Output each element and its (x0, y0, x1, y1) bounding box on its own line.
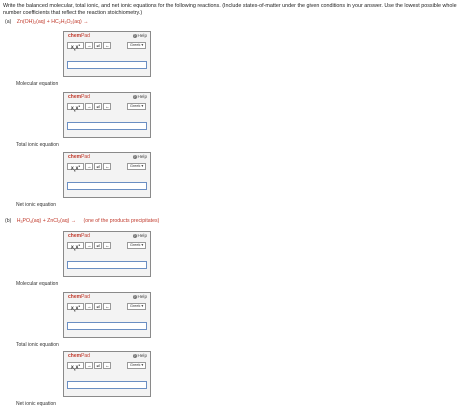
chempad-title: chemPad (68, 294, 90, 300)
chempad-toolbar: XxXx → ⇌ ← (67, 163, 112, 172)
chempad-editor: chemPad ?Help XxXx → ⇌ ← Greek ▾ (63, 292, 151, 338)
equation-input[interactable] (67, 322, 147, 330)
equation-input[interactable] (67, 261, 147, 269)
equilibrium-arrow-button[interactable]: ⇌ (94, 42, 103, 49)
equation-input[interactable] (67, 61, 147, 69)
equilibrium-arrow-button[interactable]: ⇌ (94, 163, 103, 170)
chempad-toolbar: XxXx → ⇌ ← (67, 362, 112, 371)
chempad-header: chemPad ?Help (64, 293, 150, 301)
subscript-superscript-button[interactable]: XxXx (67, 303, 84, 312)
part-letter: (b) (5, 218, 12, 224)
chempad-editor: chemPad ?Help XxXx → ⇌ ← Greek ▾ (63, 152, 151, 198)
chempad-header: chemPad ?Help (64, 93, 150, 101)
chempad-header: chemPad ?Help (64, 32, 150, 40)
greek-dropdown[interactable]: Greek ▾ (127, 303, 146, 310)
subscript-superscript-button[interactable]: XxXx (67, 42, 84, 51)
equilibrium-arrow-button[interactable]: ⇌ (94, 303, 103, 310)
instructions: Write the balanced molecular, total ioni… (3, 3, 457, 16)
help-button[interactable]: ?Help (132, 233, 147, 238)
equation-label: Molecular equation (16, 281, 59, 287)
chempad-toolbar: XxXx → ⇌ ← (67, 303, 112, 312)
equation-label: Total ionic equation (16, 342, 59, 348)
help-button[interactable]: ?Help (132, 94, 147, 99)
chempad-title: chemPad (68, 353, 90, 359)
chempad-header: chemPad ?Help (64, 153, 150, 161)
chempad-editor: chemPad ?Help XxXx → ⇌ ← Greek ▾ (63, 231, 151, 277)
greek-dropdown[interactable]: Greek ▾ (127, 42, 146, 49)
subscript-superscript-button[interactable]: XxXx (67, 163, 84, 172)
chempad-title: chemPad (68, 154, 90, 160)
equilibrium-arrow-button[interactable]: ⇌ (94, 362, 103, 369)
chempad-title: chemPad (68, 233, 90, 239)
greek-dropdown[interactable]: Greek ▾ (127, 242, 146, 249)
equation-label: Net ionic equation (16, 202, 57, 208)
equilibrium-arrow-button[interactable]: ⇌ (94, 103, 103, 110)
equilibrium-arrow-button[interactable]: ⇌ (94, 242, 103, 249)
reaction-arrow-button[interactable]: → (85, 303, 94, 310)
equation-input[interactable] (67, 122, 147, 130)
chempad-header: chemPad ?Help (64, 352, 150, 360)
help-button[interactable]: ?Help (132, 294, 147, 299)
greek-dropdown[interactable]: Greek ▾ (127, 362, 146, 369)
part-letter: (a) (5, 19, 12, 25)
help-icon: ? (132, 354, 137, 358)
backspace-button[interactable]: ← (103, 103, 112, 110)
help-button[interactable]: ?Help (132, 353, 147, 358)
equation-label: Total ionic equation (16, 142, 59, 148)
greek-dropdown[interactable]: Greek ▾ (127, 163, 146, 170)
greek-dropdown[interactable]: Greek ▾ (127, 103, 146, 110)
backspace-button[interactable]: ← (103, 303, 112, 310)
help-icon: ? (132, 95, 137, 99)
help-icon: ? (132, 234, 137, 238)
chempad-editor: chemPad ?Help XxXx → ⇌ ← Greek ▾ (63, 31, 151, 77)
chempad-toolbar: XxXx → ⇌ ← (67, 42, 112, 51)
reaction-arrow-button[interactable]: → (85, 42, 94, 49)
chempad-editor: chemPad ?Help XxXx → ⇌ ← Greek ▾ (63, 351, 151, 397)
reaction-text: Zn(OH)2(aq) + HC2H3O2(aq) → (16, 19, 89, 25)
chempad-editor: chemPad ?Help XxXx → ⇌ ← Greek ▾ (63, 92, 151, 138)
help-icon: ? (132, 34, 137, 38)
part-a-label: (a) Zn(OH)2(aq) + HC2H3O2(aq) → (5, 19, 88, 27)
help-button[interactable]: ?Help (132, 154, 147, 159)
backspace-button[interactable]: ← (103, 242, 112, 249)
help-icon: ? (132, 295, 137, 299)
reaction-note: (one of the products precipitates) (83, 218, 160, 224)
part-b-label: (b) H3PO4(aq) + ZnCl2(aq) → (one of the … (5, 218, 159, 226)
backspace-button[interactable]: ← (103, 42, 112, 49)
reaction-arrow-button[interactable]: → (85, 163, 94, 170)
chempad-title: chemPad (68, 94, 90, 100)
subscript-superscript-button[interactable]: XxXx (67, 362, 84, 371)
backspace-button[interactable]: ← (103, 362, 112, 369)
chempad-toolbar: XxXx → ⇌ ← (67, 242, 112, 251)
chempad-title: chemPad (68, 33, 90, 39)
reaction-text: H3PO4(aq) + ZnCl2(aq) → (16, 218, 77, 224)
reaction-arrow-button[interactable]: → (85, 242, 94, 249)
help-icon: ? (132, 155, 137, 159)
chempad-header: chemPad ?Help (64, 232, 150, 240)
equation-input[interactable] (67, 182, 147, 190)
chempad-toolbar: XxXx → ⇌ ← (67, 103, 112, 112)
reaction-arrow-button[interactable]: → (85, 362, 94, 369)
subscript-superscript-button[interactable]: XxXx (67, 103, 84, 112)
help-button[interactable]: ?Help (132, 33, 147, 38)
equation-label: Net ionic equation (16, 401, 57, 407)
reaction-arrow-button[interactable]: → (85, 103, 94, 110)
backspace-button[interactable]: ← (103, 163, 112, 170)
subscript-superscript-button[interactable]: XxXx (67, 242, 84, 251)
equation-label: Molecular equation (16, 81, 59, 87)
equation-input[interactable] (67, 381, 147, 389)
